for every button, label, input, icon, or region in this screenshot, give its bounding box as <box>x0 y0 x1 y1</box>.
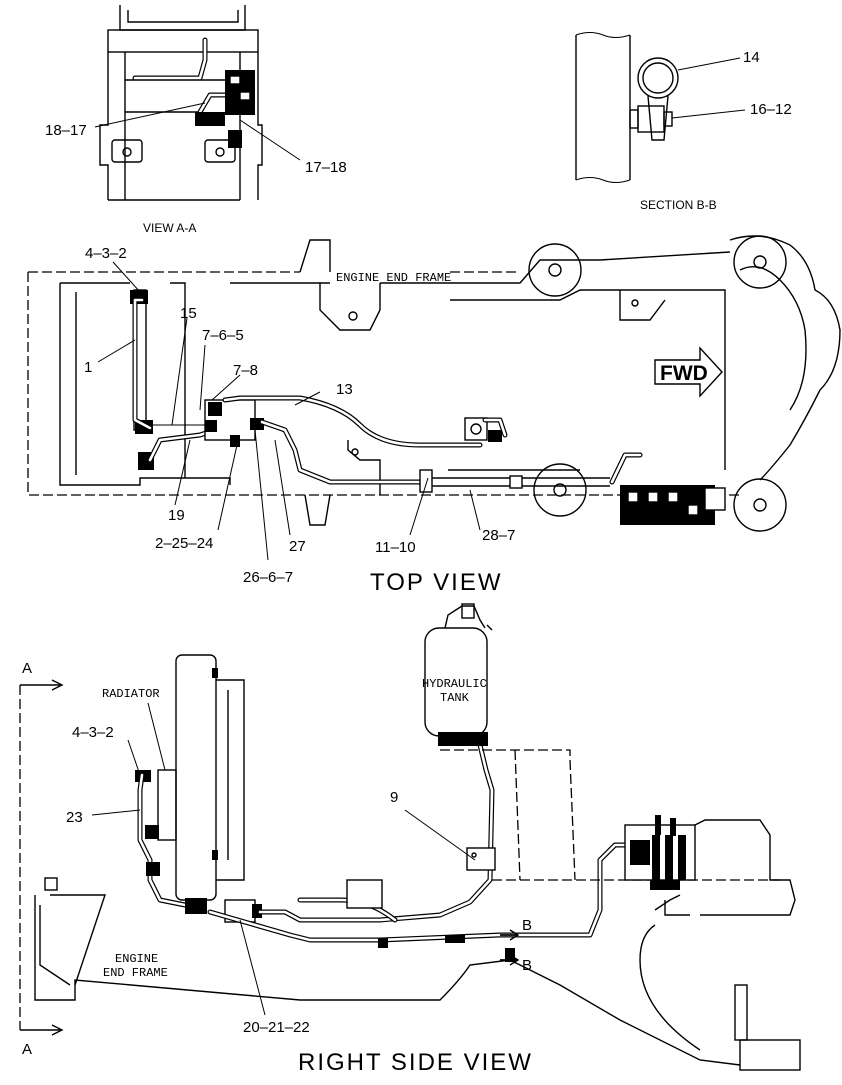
hydraulic-tank-label-2: TANK <box>440 691 470 705</box>
callout-14: 14 <box>743 49 760 66</box>
section-bb-title: SECTION B-B <box>640 198 717 212</box>
right-side-view-drawing <box>19 603 801 1071</box>
fwd-label: FWD <box>660 362 708 385</box>
top-view-title: TOP VIEW <box>370 569 502 596</box>
engine-end-frame-side-label-1: ENGINE <box>115 952 158 966</box>
callout-7-6-5: 7–6–5 <box>202 327 244 344</box>
view-aa-drawing <box>99 5 263 201</box>
engine-end-frame-top-label: ENGINE END FRAME <box>336 271 451 285</box>
callout-4-3-2-top: 4–3–2 <box>85 245 127 262</box>
leader-lines <box>91 57 746 1016</box>
section-b-top-label: B <box>522 917 532 934</box>
section-a-top-label: A <box>22 660 32 677</box>
callout-16-12: 16–12 <box>750 101 792 118</box>
callout-15: 15 <box>180 305 197 322</box>
right-side-view-title: RIGHT SIDE VIEW <box>298 1049 533 1076</box>
callout-28-7: 28–7 <box>482 527 515 544</box>
callout-17-18: 17–18 <box>305 159 347 176</box>
radiator-label: RADIATOR <box>102 687 160 701</box>
hydraulic-tank-label-1: HYDRAULIC <box>422 677 487 691</box>
callout-4-3-2-side: 4–3–2 <box>72 724 114 741</box>
callout-1: 1 <box>84 359 92 376</box>
callout-27: 27 <box>289 538 306 555</box>
callout-26-6-7: 26–6–7 <box>243 569 293 586</box>
section-b-arrow-bottom <box>500 954 520 966</box>
callout-18-17: 18–17 <box>45 122 87 139</box>
callout-20-21-22: 20–21–22 <box>243 1019 310 1036</box>
section-a-bottom-label: A <box>22 1041 32 1058</box>
callout-13: 13 <box>336 381 353 398</box>
callout-7-8: 7–8 <box>233 362 258 379</box>
view-aa-title: VIEW A-A <box>143 221 196 235</box>
section-b-arrow-top <box>500 929 520 941</box>
callout-9: 9 <box>390 789 398 806</box>
engine-end-frame-side-label-2: END FRAME <box>103 966 168 980</box>
callout-23: 23 <box>66 809 83 826</box>
callout-2-25-24: 2–25–24 <box>155 535 213 552</box>
callout-19: 19 <box>168 507 185 524</box>
callout-11-10: 11–10 <box>375 539 416 556</box>
section-bb-drawing <box>575 32 679 183</box>
section-b-bottom-label: B <box>522 957 532 974</box>
top-view-drawing <box>27 235 841 532</box>
